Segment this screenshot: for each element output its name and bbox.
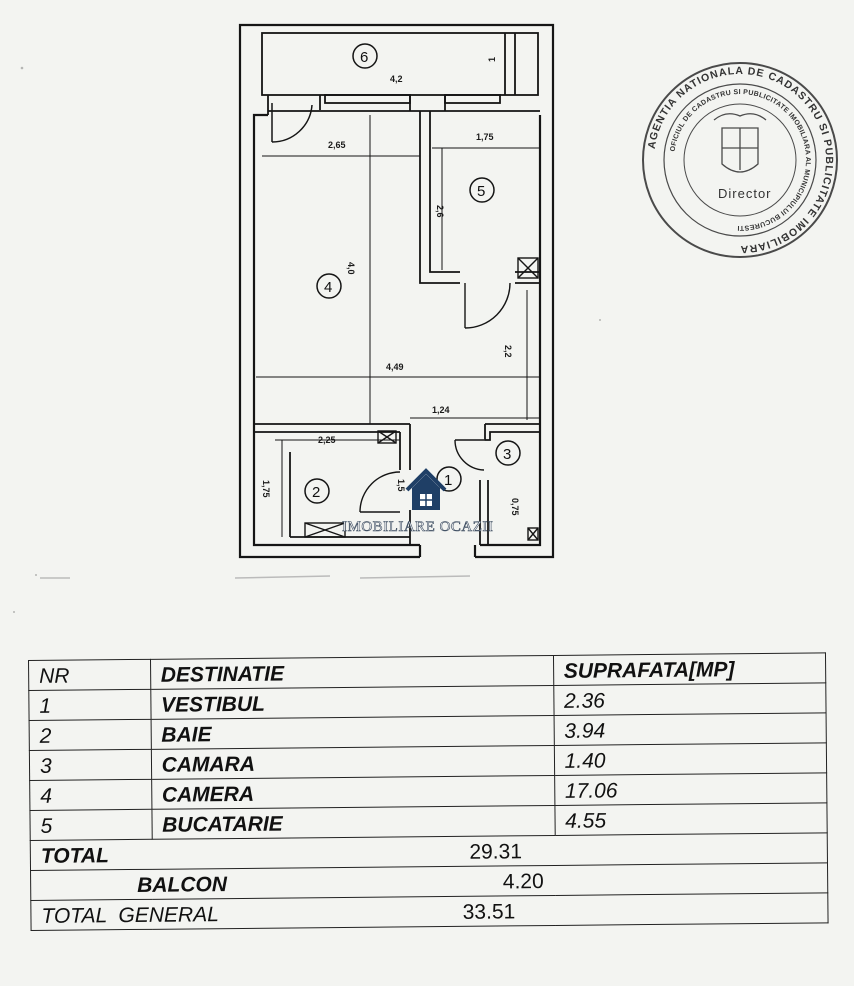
room-marker-2: 2 xyxy=(304,478,330,504)
stamp-center-text: Director xyxy=(718,186,772,201)
dim-pantry-width: 0,75 xyxy=(510,498,520,516)
dim-full-width: 4,49 xyxy=(386,362,404,372)
dim-balcony-depth: 1 xyxy=(487,57,497,62)
dimension-lines xyxy=(256,115,540,537)
official-stamp: AGENTIA NATIONALA DE CADASTRU SI PUBLICI… xyxy=(642,62,838,258)
svg-text:2: 2 xyxy=(312,484,320,501)
row-nr: 4 xyxy=(29,779,152,811)
door-swings xyxy=(359,282,511,513)
row-suprafata: 3.94 xyxy=(553,712,827,746)
room-markers: 6 5 4 3 2 1 xyxy=(304,43,521,504)
svg-text:4: 4 xyxy=(324,279,332,296)
area-table: NR DESTINATIE SUPRAFATA[MP] 1 VESTIBUL 2… xyxy=(28,652,829,931)
svg-text:1: 1 xyxy=(444,472,452,489)
dim-passage-depth: 2,2 xyxy=(503,345,513,358)
balcon-value: 4.20 xyxy=(502,870,544,894)
ventilation-shafts xyxy=(304,257,539,541)
row-suprafata: 1.40 xyxy=(553,742,827,776)
dim-bath-depth: 1,75 xyxy=(261,480,271,498)
svg-text:3: 3 xyxy=(503,446,511,463)
header-destinatie: DESTINATIE xyxy=(150,655,554,690)
dim-camera-depth: 4,0 xyxy=(346,262,356,275)
svg-text:6: 6 xyxy=(360,49,368,66)
room-marker-4: 4 xyxy=(316,273,342,299)
floor-plan: 4,2 1 2,65 1,75 2,6 4,0 4,49 2,2 1,24 2,… xyxy=(13,23,838,613)
paper-specks xyxy=(13,66,601,613)
row-destinatie: CAMARA xyxy=(150,745,555,780)
row-nr: 1 xyxy=(28,689,151,721)
balcony-area xyxy=(261,32,539,115)
faint-scan-marks xyxy=(40,575,471,579)
dim-kitchen-depth: 2,6 xyxy=(435,205,445,218)
dim-hall-width: 1,24 xyxy=(432,405,450,415)
interior-wall-outline xyxy=(252,113,420,547)
watermark-text: IMOBILIARE OCAZII xyxy=(342,519,493,535)
total-value: 29.31 xyxy=(469,840,523,864)
balcon-label: BALCON xyxy=(137,873,228,897)
room-marker-5: 5 xyxy=(469,177,495,203)
dim-hall-depth: 1,5 xyxy=(396,479,406,492)
row-suprafata: 2.36 xyxy=(553,682,827,716)
row-destinatie: BUCATARIE xyxy=(151,805,555,840)
row-suprafata: 4.55 xyxy=(554,802,828,836)
room-marker-6: 6 xyxy=(352,43,378,69)
row-destinatie: VESTIBUL xyxy=(150,685,554,720)
exterior-wall-outline xyxy=(238,23,555,559)
coat-of-arms-icon xyxy=(713,113,767,173)
dimension-labels: 4,2 1 2,65 1,75 2,6 4,0 4,49 2,2 1,24 2,… xyxy=(261,57,520,516)
dim-camera-width: 2,65 xyxy=(328,140,346,150)
row-destinatie: CAMERA xyxy=(151,775,555,810)
interior-partitions xyxy=(254,110,540,545)
room-marker-3: 3 xyxy=(495,440,521,466)
header-suprafata: SUPRAFATA[MP] xyxy=(553,652,826,686)
dim-bath-width: 2,25 xyxy=(318,435,336,445)
row-destinatie: BAIE xyxy=(150,715,554,750)
row-nr: 5 xyxy=(29,809,152,841)
house-logo-icon xyxy=(405,468,447,510)
header-nr: NR xyxy=(28,659,151,691)
outer-walls xyxy=(238,23,555,559)
row-nr: 2 xyxy=(29,719,151,751)
total-label: TOTAL xyxy=(40,844,109,868)
row-suprafata: 17.06 xyxy=(554,772,827,806)
dim-balcony-length: 4,2 xyxy=(390,74,403,84)
watermark: IMOBILIARE OCAZII xyxy=(342,468,493,535)
total-general-label: TOTAL GENERAL xyxy=(41,903,219,928)
balcony-door-swing xyxy=(271,103,313,143)
svg-text:5: 5 xyxy=(477,183,485,200)
room-marker-1: 1 xyxy=(436,466,462,492)
row-nr: 3 xyxy=(29,749,152,781)
total-general-value: 33.51 xyxy=(462,900,516,924)
dim-kitchen-width: 1,75 xyxy=(476,132,494,142)
interior-wall-right xyxy=(480,115,542,547)
